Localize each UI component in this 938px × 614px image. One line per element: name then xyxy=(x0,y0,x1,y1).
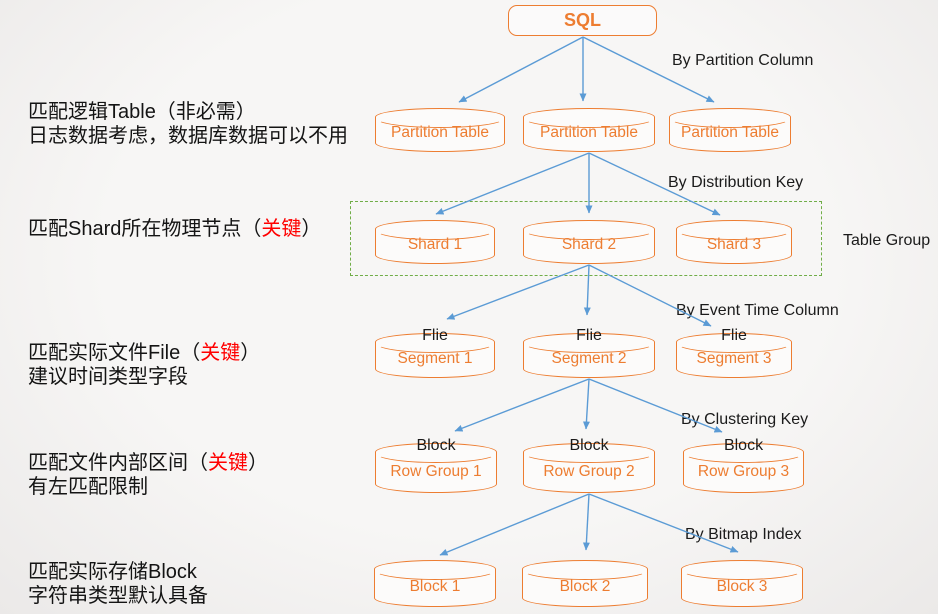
node-label: Partition Table xyxy=(391,124,489,142)
annotation-line: 匹配实际存储Block xyxy=(28,561,197,583)
block-node-3: Block 3 xyxy=(680,560,804,607)
annotation-line: 匹配逻辑Table（非必需） xyxy=(28,101,256,123)
node-label: Segment 2 xyxy=(551,349,627,367)
node-label: Block 2 xyxy=(559,578,611,596)
segment-node-3: Flie Segment 3 xyxy=(675,327,793,378)
annotation-shard: 匹配Shard所在物理节点（关键） xyxy=(28,217,321,241)
edge-label-event-time-column: By Event Time Column xyxy=(676,302,839,319)
node-label: Block 1 xyxy=(409,578,461,596)
annotation-line: 建议时间类型字段 xyxy=(28,366,188,388)
row-group-node-3: Block Row Group 3 xyxy=(682,437,805,493)
edge-label-distribution-key: By Distribution Key xyxy=(668,174,804,191)
segment-node-1: Flie Segment 1 xyxy=(374,327,496,378)
node-label: Partition Table xyxy=(540,124,638,142)
node-label: Block 3 xyxy=(716,578,768,596)
block-node-2: Block 2 xyxy=(521,560,649,607)
annotation-line: 有左匹配限制 xyxy=(28,476,148,498)
segment-node-2: Flie Segment 2 xyxy=(522,327,656,378)
annotation-row-group: 匹配文件内部区间（关键） 有左匹配限制 xyxy=(28,451,268,499)
block-node-1: Block 1 xyxy=(373,560,497,607)
annotation-line: 日志数据考虑，数据库数据可以不用 xyxy=(28,125,348,147)
shard-node-2: Shard 2 xyxy=(522,220,656,264)
partition-table-node-1: Partition Table xyxy=(374,108,506,152)
table-group-box xyxy=(350,201,822,276)
annotation-line: 匹配实际文件File（关键） xyxy=(28,342,261,364)
node-label: Row Group 1 xyxy=(390,462,482,480)
node-label: Partition Table xyxy=(681,124,779,142)
node-top-label: Flie xyxy=(721,327,747,344)
edge-label-partition-column: By Partition Column xyxy=(672,52,814,69)
node-label: Shard 3 xyxy=(706,236,762,254)
table-group-label: Table Group xyxy=(843,232,931,249)
partition-table-node-3: Partition Table xyxy=(668,108,792,152)
node-label: Segment 1 xyxy=(397,349,473,367)
annotation-line: 字符串类型默认具备 xyxy=(28,585,208,607)
annotation-file: 匹配实际文件File（关键） 建议时间类型字段 xyxy=(28,341,260,389)
tree-edges xyxy=(435,36,739,556)
partition-table-node-2: Partition Table xyxy=(522,108,656,152)
sql-root-label: SQL xyxy=(563,10,601,30)
sql-root-node: SQL xyxy=(508,5,657,36)
row-group-node-1: Block Row Group 1 xyxy=(374,437,498,493)
node-label: Row Group 3 xyxy=(697,462,790,480)
annotation-logical-table: 匹配逻辑Table（非必需） 日志数据考虑，数据库数据可以不用 xyxy=(28,100,348,148)
annotation-line: 匹配文件内部区间（关键） xyxy=(28,452,268,474)
edge-label-clustering-key: By Clustering Key xyxy=(681,411,809,428)
node-top-label: Flie xyxy=(576,327,602,344)
node-top-label: Flie xyxy=(422,327,448,344)
node-top-label: Block xyxy=(569,437,609,454)
row-group-node-2: Block Row Group 2 xyxy=(522,437,656,493)
node-label: Segment 3 xyxy=(696,349,772,367)
annotation-block: 匹配实际存储Block 字符串类型默认具备 xyxy=(28,560,208,608)
node-label: Row Group 2 xyxy=(543,462,635,480)
node-label: Shard 2 xyxy=(561,236,617,254)
annotation-line: 匹配Shard所在物理节点（关键） xyxy=(28,218,322,240)
node-top-label: Block xyxy=(416,437,456,454)
shard-node-3: Shard 3 xyxy=(675,220,793,264)
edge-label-bitmap-index: By Bitmap Index xyxy=(685,526,802,543)
shard-node-1: Shard 1 xyxy=(374,220,496,264)
node-top-label: Block xyxy=(723,437,764,454)
node-label: Shard 1 xyxy=(407,236,463,254)
